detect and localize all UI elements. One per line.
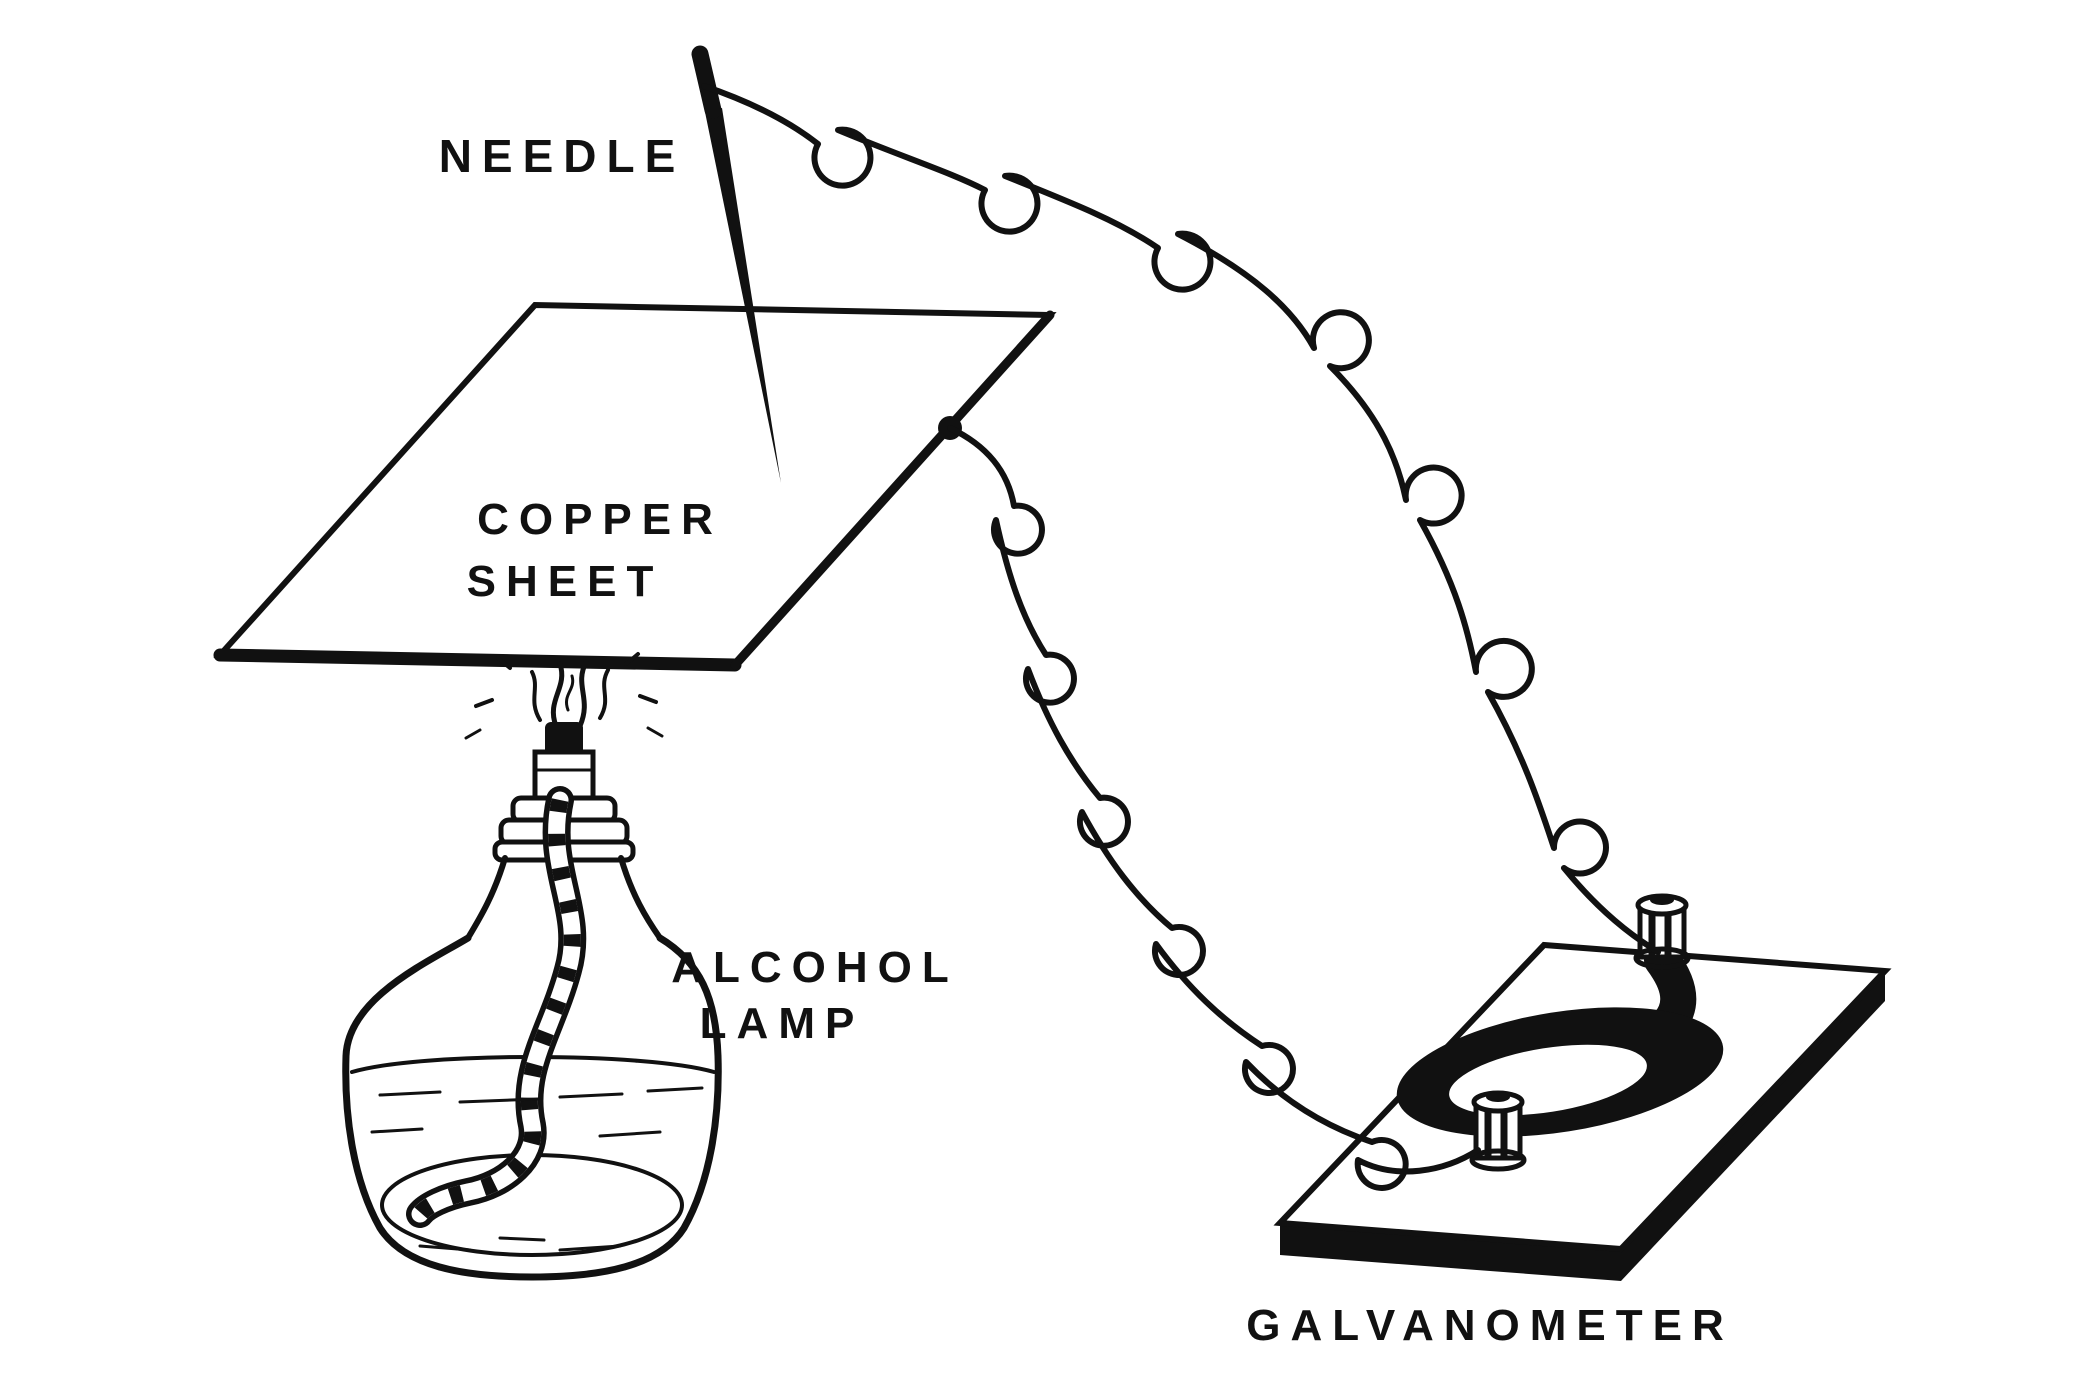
labels: NEEDLE COPPER SHEET ALCOHOL LAMP GALVANO… — [439, 130, 1733, 1350]
post-base — [1633, 946, 1691, 970]
wick-tube-segments — [413, 798, 581, 1220]
flame-stroke — [598, 668, 610, 720]
wick-tip — [545, 722, 583, 756]
galvanometer — [1273, 893, 1892, 1281]
binding-post-front — [1469, 1090, 1527, 1172]
flame-stroke — [530, 670, 542, 722]
label-lamp: LAMP — [700, 999, 865, 1048]
heat-tick — [646, 726, 664, 738]
flame-stroke — [577, 659, 589, 729]
label-sheet: SHEET — [467, 557, 664, 606]
board-front-face — [1280, 1223, 1621, 1281]
binding-post-right — [1633, 893, 1691, 970]
flame-stroke — [550, 661, 565, 729]
liquid-shading — [370, 1086, 704, 1252]
label-alcohol: ALCOHOL — [671, 943, 959, 992]
heat-tick — [496, 656, 512, 670]
copper-sheet-right-edge — [730, 310, 1055, 670]
post-knob — [1650, 895, 1674, 905]
heat-tick — [624, 652, 640, 666]
label-galvanometer: GALVANOMETER — [1246, 1301, 1733, 1350]
copper-sheet-front-edge — [213, 648, 742, 672]
wire-sheet-to-galvanometer — [947, 425, 1481, 1191]
needle — [691, 45, 781, 483]
needle-eye — [691, 45, 722, 119]
copper-sheet — [213, 301, 1057, 672]
flame-stroke — [565, 674, 575, 712]
board-right-face — [1621, 971, 1885, 1281]
heat-tick — [464, 728, 482, 740]
copper-sheet-face — [213, 301, 1057, 669]
flask-neck-right — [618, 855, 663, 941]
needle-shaft — [705, 108, 781, 483]
flame — [464, 652, 664, 740]
post-knob — [1486, 1092, 1510, 1102]
flask-neck-left — [465, 855, 508, 941]
label-copper: COPPER — [477, 495, 723, 544]
label-needle: NEEDLE — [439, 130, 686, 182]
flask-body-outline — [342, 934, 722, 1281]
alcohol-lamp — [342, 722, 722, 1281]
wire-needle-to-galvanometer — [701, 83, 1661, 955]
heat-tick — [638, 694, 658, 704]
heat-tick — [474, 698, 494, 708]
post-base — [1469, 1148, 1527, 1172]
